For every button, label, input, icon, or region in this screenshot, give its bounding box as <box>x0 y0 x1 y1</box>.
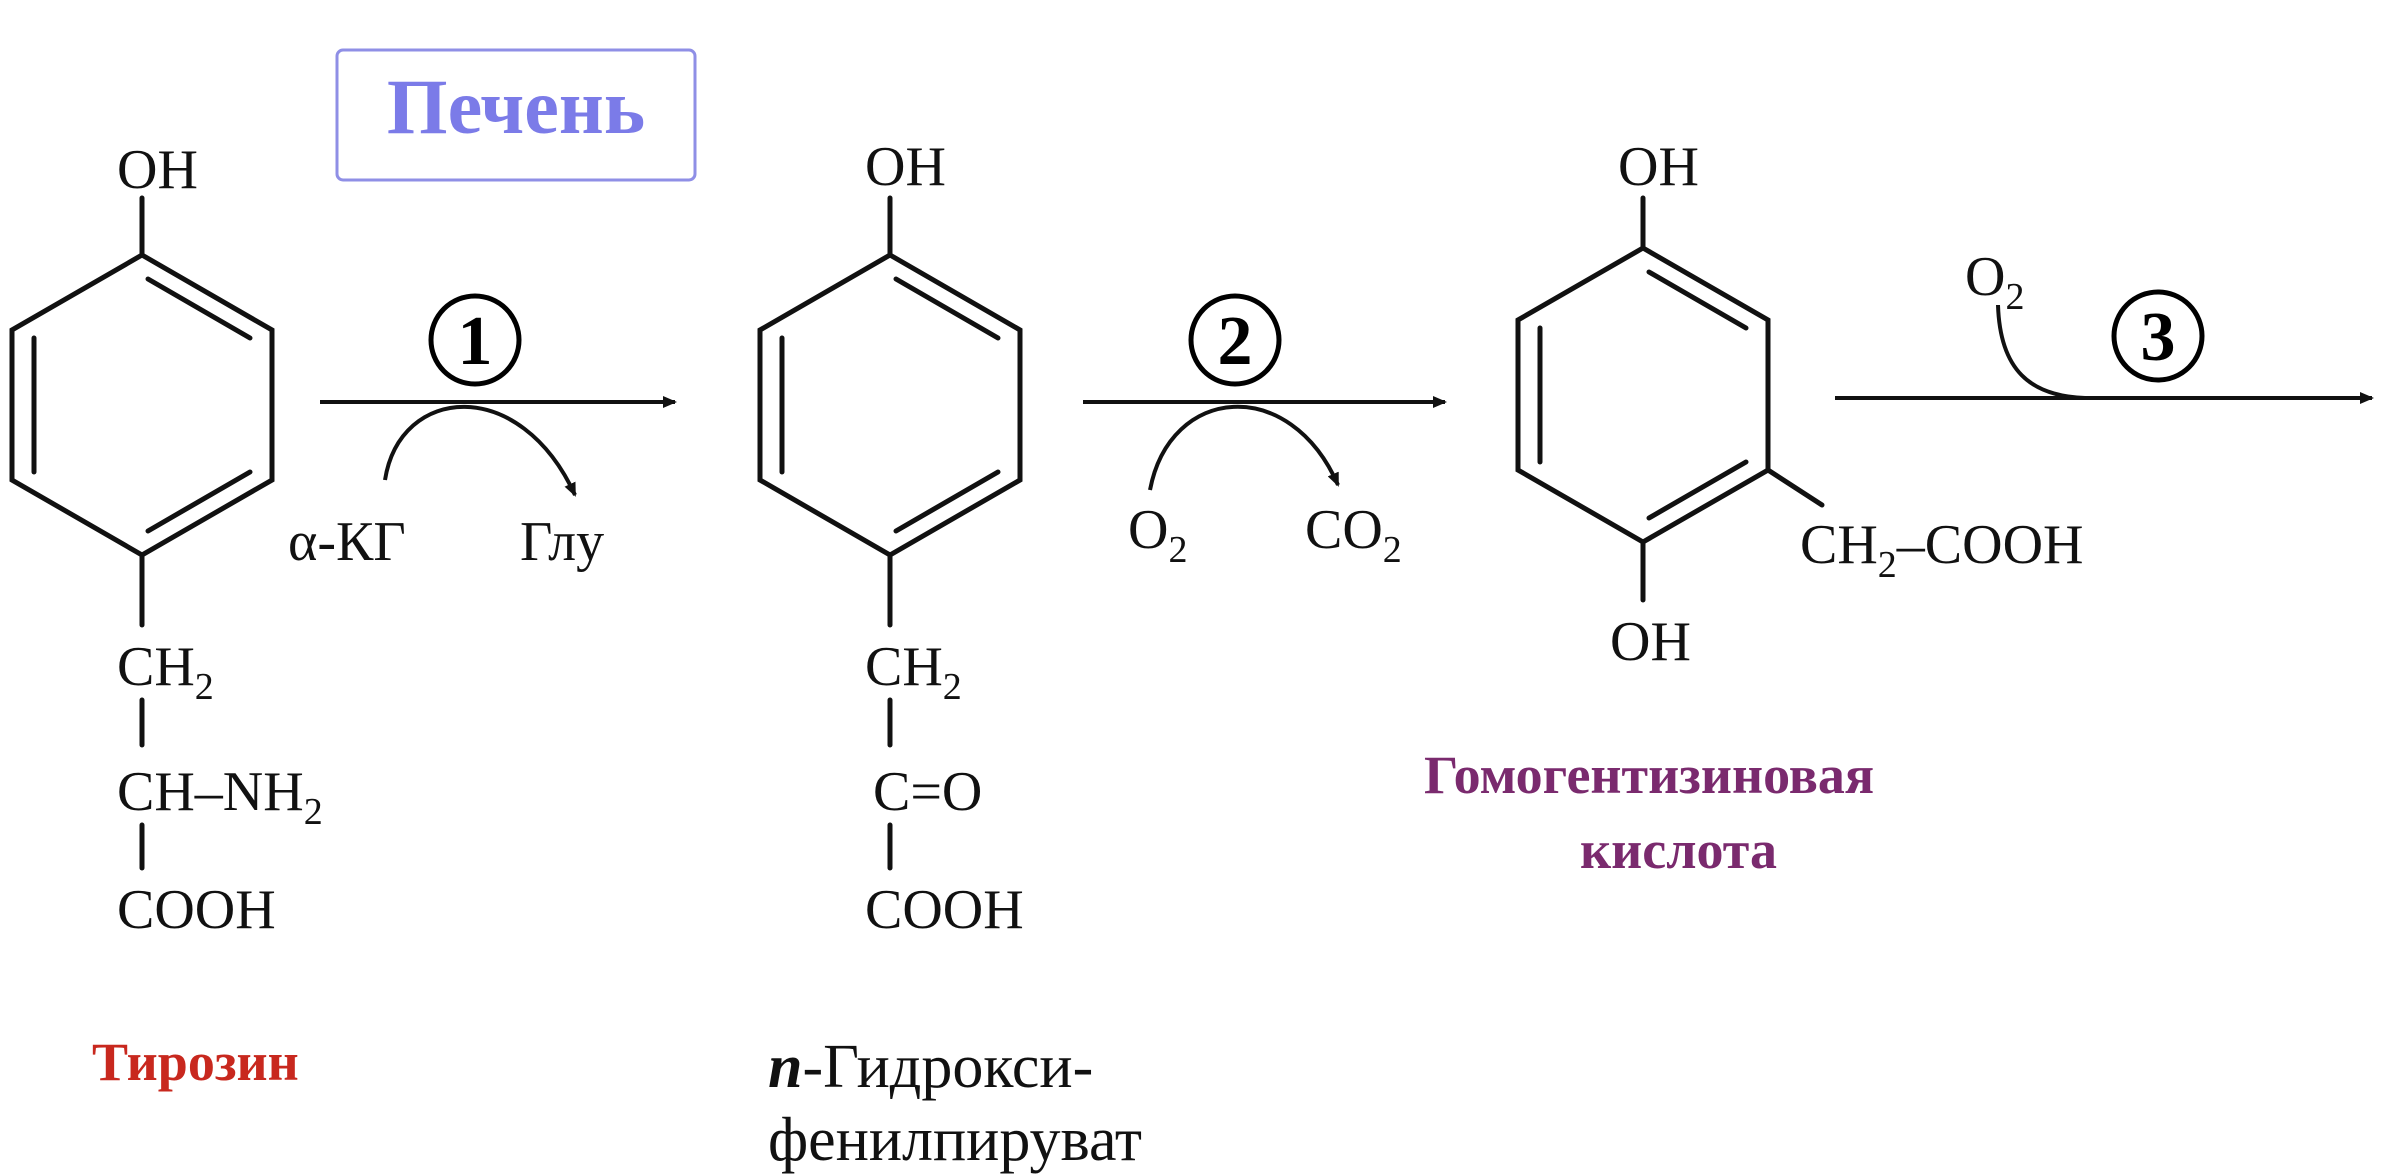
step-3-arrow: 3 O2 <box>1835 246 2374 404</box>
step-2-arrow: 2 O2 CO2 <box>1083 293 1447 571</box>
step-2-badge <box>1188 293 1282 387</box>
hga-structure: OH OH CH2–COOH <box>1515 136 2083 673</box>
hpp-ch2: CH2 <box>865 636 962 708</box>
hpp-name-line2: фенилпируват <box>768 1106 1142 1174</box>
tyrosine-structure: OH CH2 CH–NH2 COOH <box>9 139 323 941</box>
hga-bond-side-chain <box>1765 467 1825 508</box>
hga-oh-top: OH <box>1618 136 1699 198</box>
hpp-co: C=O <box>873 761 982 823</box>
tyrosine-ch-nh2: CH–NH2 <box>117 761 323 833</box>
tyrosine-ring-double-2 <box>145 469 253 534</box>
hpp-oh: OH <box>865 136 946 198</box>
step-1-arrow: 1 α-КГ Глу <box>288 293 677 573</box>
step-3-reagent-in: O2 <box>1965 246 2024 318</box>
hga-ring-double-1 <box>1646 269 1749 331</box>
hga-name-line1: Гомогентизиновая <box>1424 745 1874 805</box>
tyrosine-ch2: CH2 <box>117 636 214 708</box>
tyrosine-name: Тирозин <box>92 1032 299 1092</box>
tyrosine-cooh: COOH <box>117 879 276 941</box>
hpp-name-line1: п-Гидрокси- <box>768 1033 1093 1101</box>
hga-name-line2: кислота <box>1580 820 1777 880</box>
step-1-reagent-in: α-КГ <box>288 511 406 573</box>
hpp-cooh: COOH <box>865 879 1024 941</box>
step-2-reagent-out: CO2 <box>1305 499 1402 571</box>
tyrosine-ring <box>9 252 275 558</box>
hpp-ring <box>757 252 1023 558</box>
hpp-ring-double-1 <box>893 276 1001 341</box>
step-3-number: 3 <box>2141 299 2176 376</box>
step-1-number: 1 <box>458 303 493 380</box>
hga-ring <box>1515 245 1771 545</box>
hpp-structure: OH CH2 C=O COOH <box>757 136 1024 941</box>
hpp-name-prefix: п <box>768 1033 802 1101</box>
step-2-reagent-in: O2 <box>1128 499 1187 571</box>
step-2-number: 2 <box>1218 303 1253 380</box>
step-3-badge <box>2111 289 2205 383</box>
step-1-reagent-out: Глу <box>520 511 604 573</box>
hga-ring-double-2 <box>1646 459 1749 521</box>
hpp-ring-double-2 <box>893 469 1001 534</box>
hga-oh-bottom: OH <box>1610 611 1691 673</box>
tyrosine-ring-double-1 <box>145 276 253 341</box>
organ-label: Печень <box>387 63 645 150</box>
step-1-badge <box>428 293 522 387</box>
tyrosine-oh: OH <box>117 139 198 201</box>
hga-side-chain: CH2–COOH <box>1800 514 2083 586</box>
organ-label-box <box>335 48 697 182</box>
